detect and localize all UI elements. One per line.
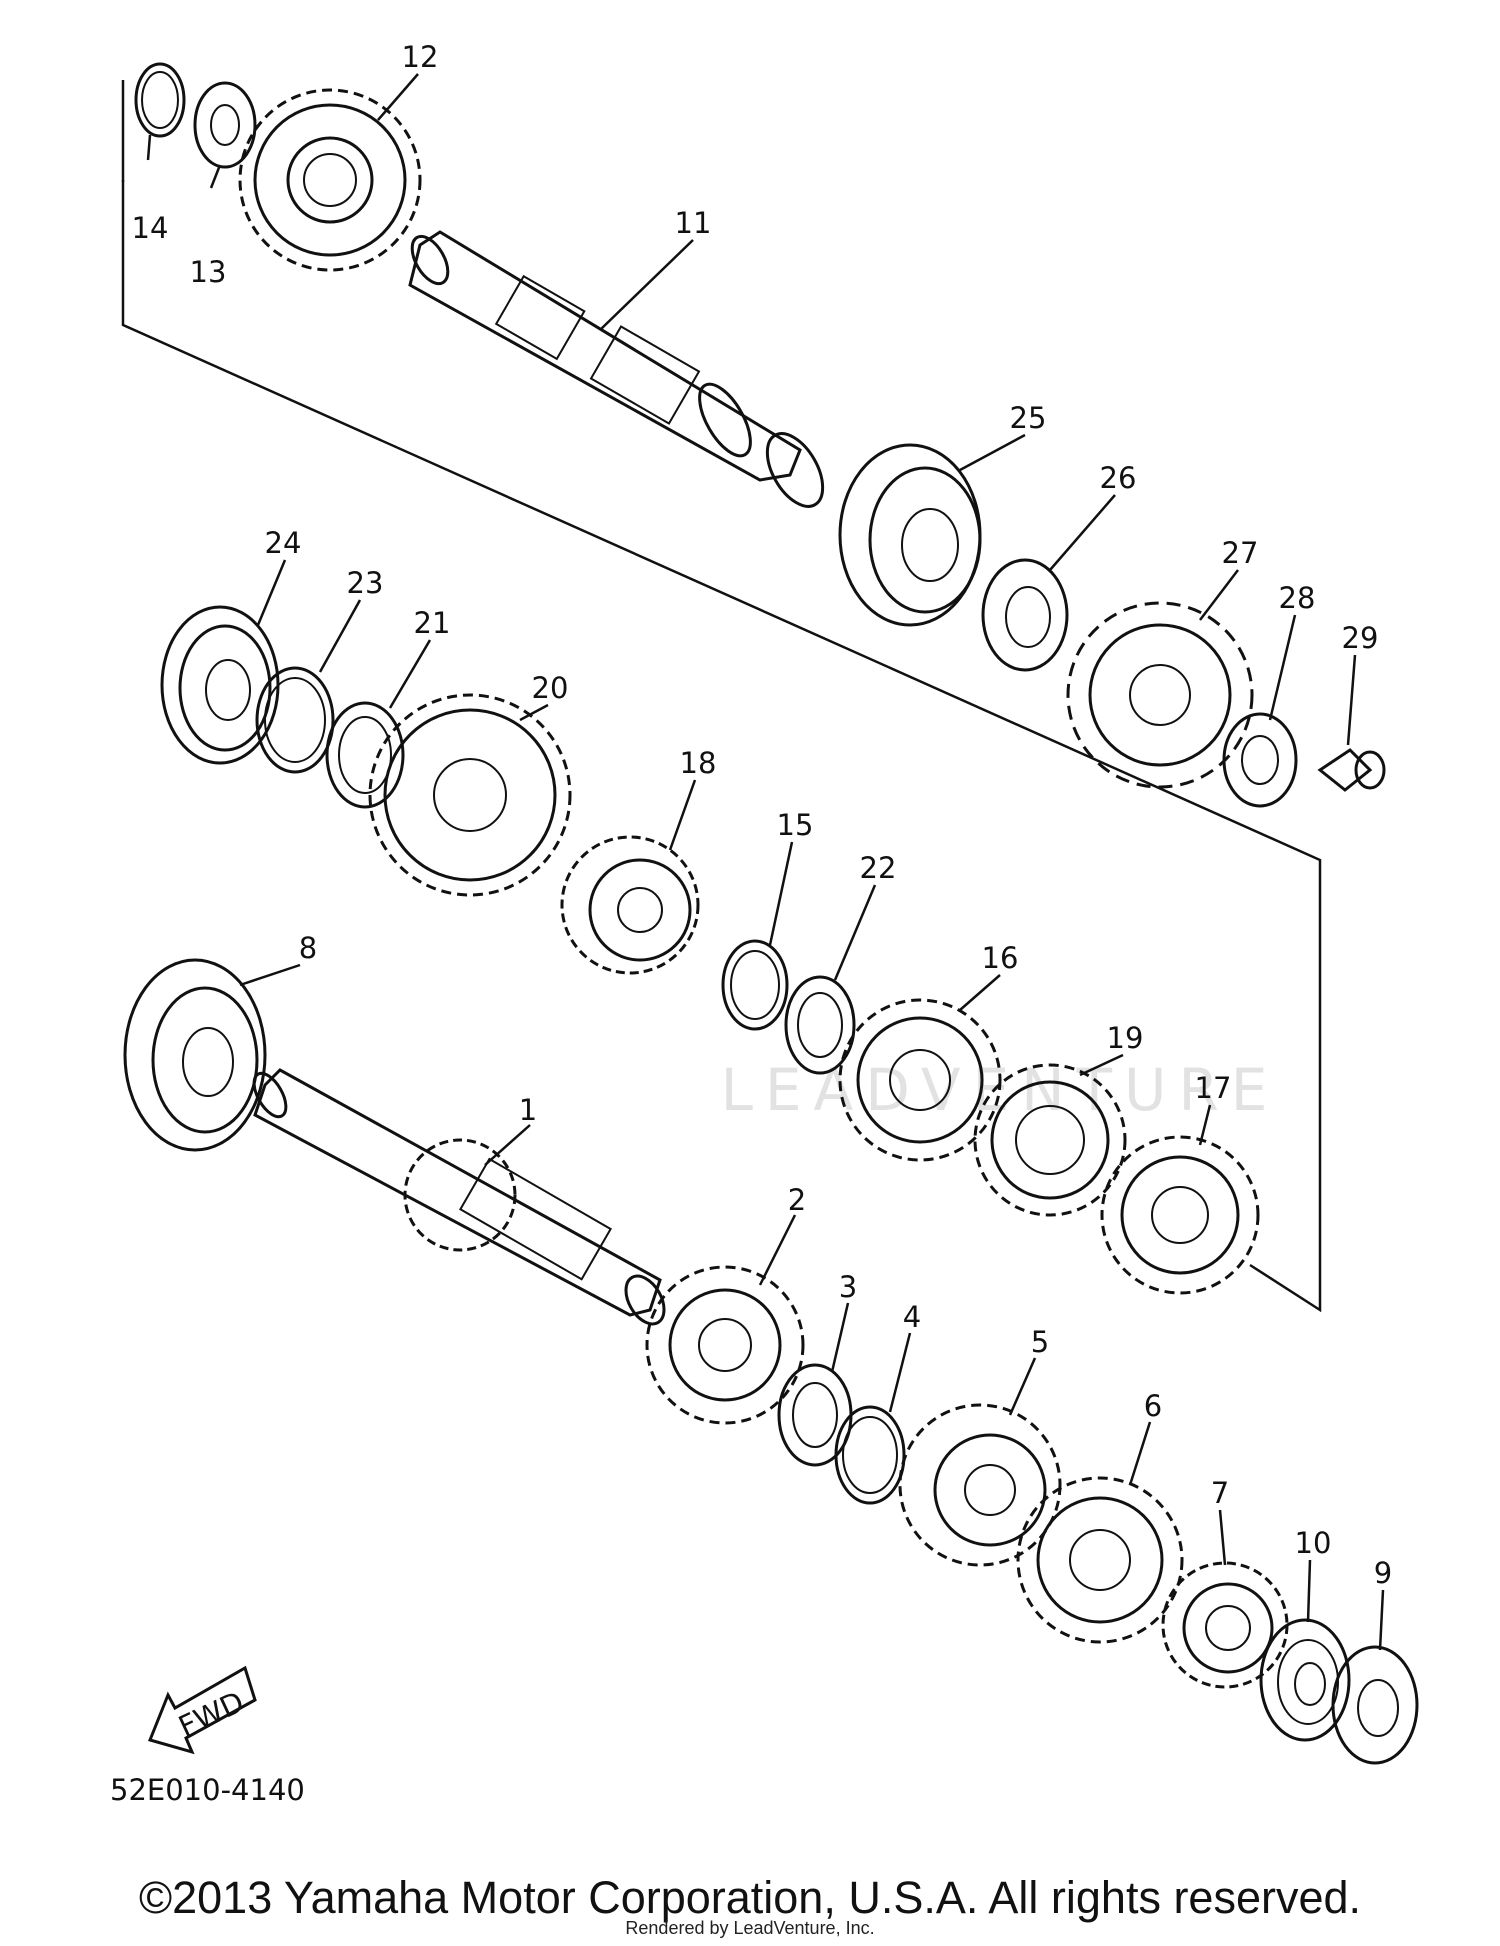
callout-26: 26 — [1100, 461, 1137, 495]
callout-11: 11 — [675, 206, 712, 240]
part-10-bearing — [1259, 1618, 1351, 1742]
callout-numbers: 1 2 3 4 5 6 7 8 9 10 11 12 13 14 15 16 1… — [132, 40, 1393, 1590]
part-1-main-axle — [252, 1068, 666, 1326]
callout-23: 23 — [347, 566, 384, 600]
callout-17: 17 — [1195, 1071, 1232, 1105]
leader-lines — [146, 73, 1385, 1651]
callout-7: 7 — [1211, 1476, 1229, 1510]
part-20-gear — [368, 693, 572, 897]
part-19-gear — [973, 1063, 1127, 1217]
callout-10: 10 — [1295, 1526, 1332, 1560]
callout-24: 24 — [265, 526, 302, 560]
part-14-circlip — [134, 62, 186, 138]
callout-18: 18 — [680, 746, 717, 780]
callout-25: 25 — [1010, 401, 1047, 435]
callout-21: 21 — [414, 606, 451, 640]
callout-13: 13 — [190, 255, 227, 289]
part-27-drive-sprocket — [1066, 601, 1254, 789]
part-28-lock-washer — [1222, 712, 1298, 808]
part-22-washer — [784, 975, 856, 1075]
part-5-gear — [898, 1403, 1062, 1567]
part-7-gear — [1161, 1561, 1289, 1689]
part-29-bolt — [1317, 748, 1386, 792]
part-23-circlip — [255, 666, 335, 774]
transmission-exploded-diagram: LEADVENTURE — [110, 40, 1419, 1807]
part-4-circlip — [834, 1405, 906, 1505]
part-25-bearing — [838, 443, 982, 627]
part-11-main-axle — [408, 230, 825, 508]
part-8-bearing — [123, 958, 267, 1152]
callout-9: 9 — [1374, 1556, 1392, 1590]
callout-3: 3 — [839, 1270, 857, 1304]
callout-22: 22 — [860, 851, 897, 885]
callout-14: 14 — [132, 211, 169, 245]
callout-20: 20 — [532, 671, 569, 705]
callout-2: 2 — [788, 1183, 806, 1217]
part-12-gear — [238, 88, 422, 272]
callout-1: 1 — [519, 1093, 537, 1127]
part-18-gear — [560, 835, 700, 975]
part-9-oil-seal — [1331, 1645, 1419, 1765]
callout-4: 4 — [903, 1300, 921, 1334]
fwd-arrow-icon: FWD — [147, 1665, 257, 1755]
callout-8: 8 — [299, 931, 317, 965]
part-13-washer — [193, 81, 257, 169]
callout-5: 5 — [1031, 1325, 1049, 1359]
callout-19: 19 — [1107, 1021, 1144, 1055]
callout-29: 29 — [1342, 621, 1379, 655]
copyright-notice: ©2013 Yamaha Motor Corporation, U.S.A. A… — [138, 1872, 1362, 1923]
part-6-gear — [1016, 1476, 1184, 1644]
callout-6: 6 — [1144, 1389, 1162, 1423]
diagram-code: 52E010-4140 — [110, 1773, 305, 1807]
part-21-washer — [325, 701, 405, 809]
callout-27: 27 — [1222, 536, 1259, 570]
callout-16: 16 — [982, 941, 1019, 975]
part-15-circlip — [721, 939, 789, 1031]
part-17-gear — [1100, 1135, 1260, 1295]
part-3-washer — [777, 1363, 853, 1467]
callout-12: 12 — [402, 40, 439, 74]
assembly-frame-lines — [121, 80, 1322, 1313]
fwd-label: FWD — [173, 1684, 249, 1743]
callout-28: 28 — [1279, 581, 1316, 615]
part-2-gear — [645, 1265, 805, 1425]
part-26-oil-seal — [981, 558, 1069, 672]
rendered-by-credit: Rendered by LeadVenture, Inc. — [625, 1918, 875, 1938]
part-16-gear — [838, 998, 1002, 1162]
callout-15: 15 — [777, 808, 814, 842]
